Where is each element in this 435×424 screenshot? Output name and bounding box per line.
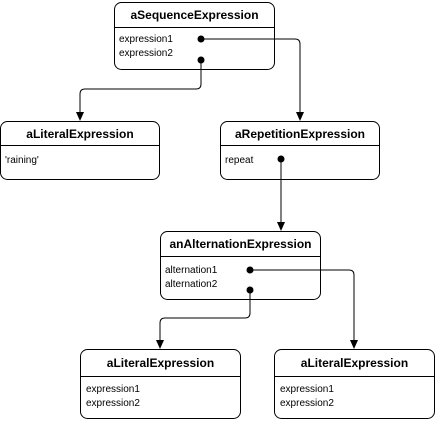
node-repetition-expression[interactable]: aRepetitionExpression repeat xyxy=(220,121,380,180)
node-alternation-expression[interactable]: anAlternationExpression alternation1 alt… xyxy=(160,231,321,300)
arrowhead xyxy=(350,340,358,349)
node-title: aLiteralExpression xyxy=(26,127,133,141)
edge-expression1-to-repetition xyxy=(197,35,304,121)
node-title: aSequenceExpression xyxy=(130,8,258,22)
node-sequence-expression[interactable]: aSequenceExpression expression1 expressi… xyxy=(114,2,275,70)
node-attr-expression1: expression1 xyxy=(119,34,173,45)
arrowhead xyxy=(156,340,164,349)
node-attr-literal: 'raining' xyxy=(5,155,39,166)
node-attr-expression2: expression2 xyxy=(280,398,334,409)
arrowhead xyxy=(296,112,304,121)
node-literal-expression-right[interactable]: aLiteralExpression expression1 expressio… xyxy=(274,349,435,419)
source-dot xyxy=(246,266,254,274)
node-attr-alternation1: alternation1 xyxy=(165,265,218,276)
node-literal-expression-left[interactable]: aLiteralExpression expression1 expressio… xyxy=(80,349,241,419)
source-dot xyxy=(246,286,254,294)
source-dot xyxy=(197,35,205,43)
node-title: anAlternationExpression xyxy=(169,237,311,251)
node-attr-expression1: expression1 xyxy=(86,384,140,395)
edge-repeat-to-alternation xyxy=(277,155,285,231)
arrowhead xyxy=(76,112,84,121)
node-attr-expression2: expression2 xyxy=(119,48,173,59)
source-dot xyxy=(277,155,285,163)
node-title: aLiteralExpression xyxy=(107,356,214,370)
node-title: aLiteralExpression xyxy=(301,356,408,370)
node-attr-repeat: repeat xyxy=(225,155,254,166)
edge-alternation1-to-literal-right xyxy=(246,266,358,349)
node-attr-expression2: expression2 xyxy=(86,398,140,409)
edge-alternation2-to-literal-left xyxy=(156,286,254,349)
node-attr-alternation2: alternation2 xyxy=(165,279,218,290)
node-literal-expression-raining[interactable]: aLiteralExpression 'raining' xyxy=(0,121,160,180)
arrowhead xyxy=(277,222,285,231)
source-dot xyxy=(197,56,205,64)
node-attr-expression1: expression1 xyxy=(280,384,334,395)
edge-expression2-to-literal xyxy=(76,56,205,121)
node-title: aRepetitionExpression xyxy=(235,127,365,141)
